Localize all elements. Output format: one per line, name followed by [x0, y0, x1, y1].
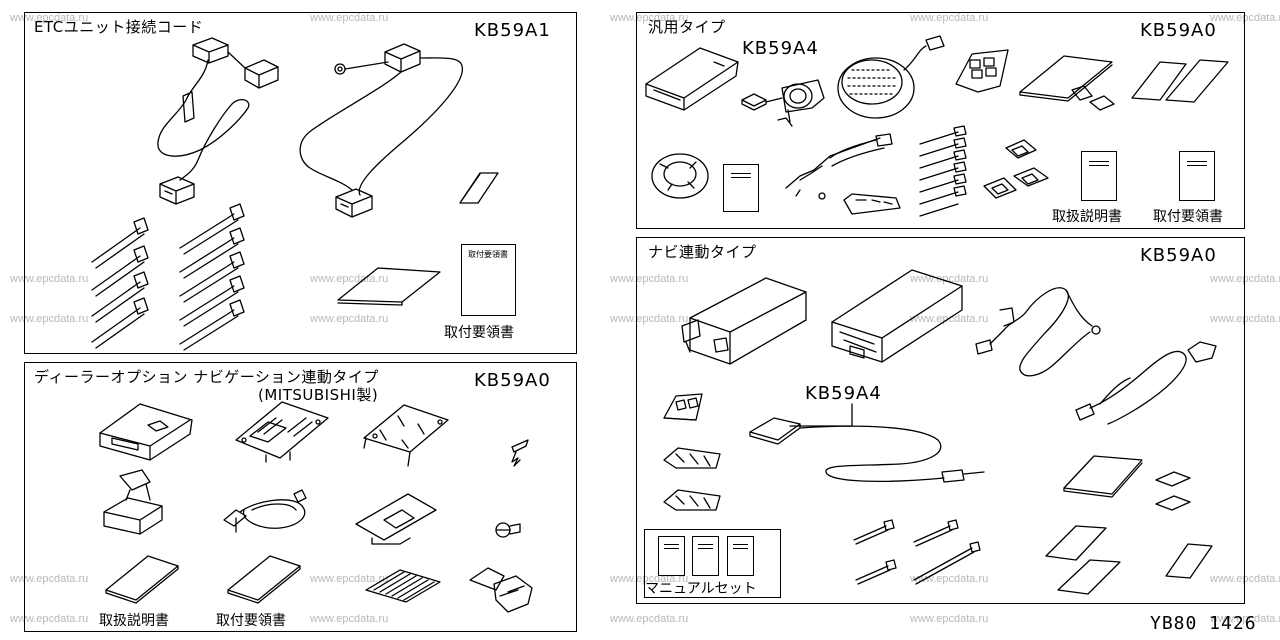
watermark-text: www.epcdata.ru — [1210, 613, 1280, 625]
watermark-text: www.epcdata.ru — [910, 12, 989, 24]
grommet-icon — [651, 153, 709, 199]
panel-etc-cable — [24, 12, 577, 354]
dealer-manual2-label: 取付要領書 — [216, 613, 286, 629]
panel-navi-type — [636, 237, 1245, 604]
general-manual2-label: 取付要領書 — [1153, 209, 1223, 225]
navi-manual-icon-2 — [692, 536, 719, 576]
etc-unit-icon-2 — [103, 469, 163, 535]
etc-unit-icon-4 — [681, 277, 807, 365]
pad-icon-2 — [1045, 525, 1213, 595]
dealer-manual1-label: 取扱説明書 — [99, 613, 169, 629]
cable-tie-icon-2 — [853, 519, 981, 585]
watermark-text: www.epcdata.ru — [10, 573, 89, 585]
panel-dealer-code: KB59A0 — [474, 370, 551, 391]
general-booklet-icon — [723, 164, 759, 212]
connector-icon — [843, 193, 901, 215]
general-manual1-label: 取扱説明書 — [1052, 209, 1122, 225]
watermark-text: www.epcdata.ru — [10, 613, 89, 625]
wire-bundle-icon — [919, 125, 967, 217]
panel-general-code: KB59A0 — [1140, 20, 1217, 41]
cable-tie-icon — [91, 203, 245, 351]
bracket-icon — [235, 401, 329, 463]
sheet-icon — [337, 267, 441, 306]
etc-unit-icon-3 — [645, 47, 739, 111]
bracket-icon-3 — [355, 493, 437, 545]
navi-manual-set-box — [644, 529, 781, 598]
harness-icon-3 — [1075, 341, 1217, 425]
watermark-text: www.epcdata.ru — [610, 12, 689, 24]
panel-general-subcode: KB59A4 — [742, 38, 819, 59]
antenna-cable-icon-2 — [749, 403, 985, 483]
etc-cable-icon-2 — [299, 43, 464, 218]
navi-manual-icon-3 — [727, 536, 754, 576]
watermark-text: www.epcdata.ru — [610, 313, 689, 325]
panel-general-type — [636, 12, 1245, 229]
bracket-icon-2 — [363, 404, 449, 467]
footer-ref-number: YB80 1426 — [1150, 613, 1257, 634]
screw-icon-2 — [495, 522, 521, 538]
clip-icon-2 — [663, 447, 721, 511]
watermark-text: www.epcdata.ru — [610, 613, 689, 625]
watermark-text: www.epcdata.ru — [310, 613, 389, 625]
general-manual1-icon — [1081, 151, 1117, 201]
watermark-text: www.epcdata.ru — [1210, 273, 1280, 285]
holder-icon-2 — [663, 393, 703, 421]
navi-manual-icon-1 — [658, 536, 685, 576]
panel-general-title: 汎用タイプ — [648, 18, 726, 36]
watermark-text: www.epcdata.ru — [1210, 573, 1280, 585]
etc-booklet-text: 取付要領書 — [468, 250, 508, 259]
etc-booklet-icon: 取付要領書 — [461, 244, 516, 316]
watermark-text: www.epcdata.ru — [10, 12, 89, 24]
antenna-cable-icon — [223, 489, 307, 533]
watermark-text: www.epcdata.ru — [610, 573, 689, 585]
watermark-text: www.epcdata.ru — [10, 273, 89, 285]
etc-cable-icon — [157, 37, 279, 205]
screw-icon — [511, 439, 529, 467]
pad-icon — [1131, 59, 1229, 103]
etc-pad-icon — [459, 172, 499, 204]
panel-navi-code: KB59A0 — [1140, 245, 1217, 266]
harness-icon-2 — [975, 287, 1101, 377]
connector-harness-icon — [469, 567, 533, 613]
watermark-text: www.epcdata.ru — [310, 12, 389, 24]
sheet-icon-3 — [1063, 455, 1191, 511]
panel-dealer-subtitle: (MITSUBISHI製) — [258, 386, 379, 404]
booklet-icon-2 — [227, 555, 301, 604]
watermark-text: www.epcdata.ru — [310, 313, 389, 325]
watermark-text: www.epcdata.ru — [610, 273, 689, 285]
watermark-text: www.epcdata.ru — [910, 613, 989, 625]
speaker-icon — [837, 35, 945, 119]
panel-etc-code: KB59A1 — [474, 20, 551, 41]
holder-icon — [955, 49, 1009, 93]
etc-unit-icon — [99, 403, 193, 461]
panel-navi-title: ナビ連動タイプ — [648, 243, 757, 261]
harness-icon — [785, 133, 893, 200]
antenna-icon — [741, 79, 825, 127]
etc-manual-label: 取付要領書 — [444, 325, 514, 341]
watermark-text: www.epcdata.ru — [1210, 12, 1280, 24]
panel-etc-title: ETCユニット接続コード — [34, 18, 204, 36]
watermark-text: www.epcdata.ru — [1210, 313, 1280, 325]
label-sheet-icon — [365, 569, 441, 603]
booklet-icon — [105, 555, 179, 604]
clip-icon — [983, 139, 1049, 199]
panel-dealer-title: ディーラーオプション ナビゲーション連動タイプ — [34, 368, 379, 386]
watermark-text: www.epcdata.ru — [310, 573, 389, 585]
watermark-text: www.epcdata.ru — [10, 313, 89, 325]
sheet-icon-2 — [1019, 55, 1115, 111]
panel-dealer-option — [24, 362, 577, 632]
general-manual2-icon — [1179, 151, 1215, 201]
panel-navi-subcode: KB59A4 — [805, 383, 882, 404]
navi-manual-set-label: マニュアルセット — [645, 581, 757, 597]
navi-unit-icon — [831, 269, 963, 363]
